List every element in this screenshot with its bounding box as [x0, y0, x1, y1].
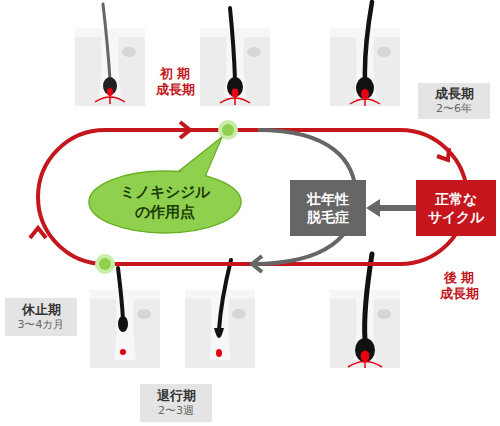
- node-title: 退行期: [157, 388, 196, 404]
- follicle-panel: [90, 290, 160, 368]
- direction-chevron: [252, 256, 262, 272]
- dermal-papilla: [361, 89, 369, 99]
- callout-ellipse: [89, 171, 241, 233]
- capillary: [348, 361, 382, 368]
- callout-join: [174, 139, 220, 182]
- capillary: [220, 97, 250, 105]
- node-title: 正常な サイクル: [422, 190, 490, 226]
- follicle-panel: [185, 290, 255, 368]
- hair-bulb: [227, 77, 243, 97]
- arrow-head: [366, 199, 380, 217]
- hair-shaft: [219, 260, 231, 330]
- capillary: [350, 98, 380, 106]
- node-title: ミノキシジル の作用点: [104, 182, 226, 222]
- phase-tag: 休止期3〜4カ月: [5, 298, 77, 336]
- node-title: 休止期: [22, 302, 61, 318]
- dermal-papilla: [232, 89, 239, 98]
- hair-shaft: [118, 268, 123, 320]
- node-subtitle: 3〜4カ月: [18, 318, 65, 332]
- hair-bulb: [356, 77, 374, 99]
- club-hair: [118, 316, 128, 332]
- node-subtitle: 2〜3週: [158, 404, 194, 418]
- hair-shaft: [103, 4, 110, 80]
- hair-bulb: [103, 77, 117, 95]
- phase-label: 初 期 成長期: [152, 66, 198, 98]
- node-title: 成長期: [435, 86, 474, 102]
- action-point-halo: [95, 254, 115, 274]
- hair-root: [214, 328, 224, 338]
- hair-shaft: [230, 8, 235, 80]
- cycle-box: 正常な サイクル: [416, 180, 496, 236]
- phase-tag: 成長期2〜6年: [418, 83, 490, 119]
- flow-arrow: [366, 199, 416, 217]
- direction-chevron: [437, 148, 449, 160]
- direction-chevron: [180, 122, 190, 138]
- phase-tag: 退行期2〜3週: [140, 384, 212, 422]
- hair-shaft: [365, 2, 372, 80]
- direction-chevron: [30, 228, 46, 238]
- follicle-anagen: [200, 8, 270, 106]
- follicle-late-anagen: [330, 254, 400, 368]
- phase-label: 後 期 成長期: [436, 270, 482, 302]
- node-subtitle: 2〜6年: [436, 102, 472, 116]
- callout-bubble: ミノキシジル の作用点: [88, 170, 242, 234]
- capillary: [95, 96, 125, 104]
- action-point: [99, 258, 111, 270]
- dermal-papilla: [216, 349, 222, 357]
- follicle-anagen-long: [330, 2, 400, 106]
- hair-shaft: [365, 254, 372, 340]
- follicle-early-anagen: [75, 4, 145, 106]
- node-title: 壮年性 脱毛症: [296, 190, 360, 226]
- hair-bulb: [355, 338, 375, 362]
- follicle-catagen: [185, 260, 255, 368]
- callout-shape: [88, 170, 242, 234]
- condition-box: 壮年性 脱毛症: [290, 180, 366, 236]
- dermal-papilla: [361, 351, 370, 362]
- dermal-papilla: [120, 349, 126, 355]
- arrow-shaft: [378, 205, 416, 211]
- dermal-papilla: [107, 88, 113, 96]
- follicle-telogen: [90, 268, 160, 368]
- cycle-loop: [38, 130, 467, 264]
- action-point: [222, 124, 234, 136]
